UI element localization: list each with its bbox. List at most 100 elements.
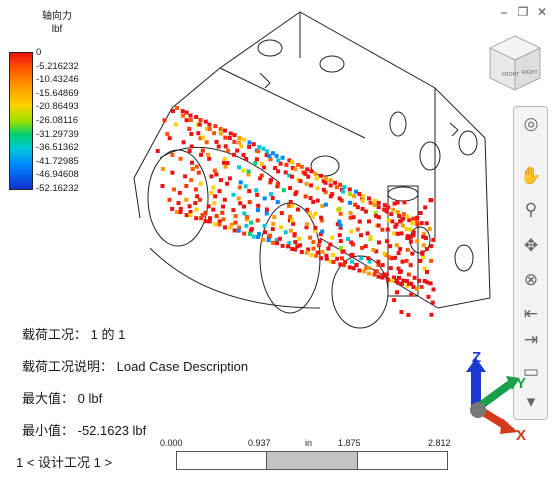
force-glyph <box>288 200 293 204</box>
legend-tick-9: -46.94608 <box>36 169 79 181</box>
force-glyph <box>160 184 165 188</box>
legend-tick-5: -26.08116 <box>36 115 79 126</box>
close-icon[interactable]: ✕ <box>536 5 548 19</box>
force-glyph <box>430 300 435 305</box>
force-glyph <box>386 277 391 282</box>
force-glyph <box>395 290 399 295</box>
force-arrow-cloud <box>155 106 436 317</box>
force-glyph <box>222 197 227 202</box>
force-glyph <box>405 234 410 239</box>
force-glyph <box>337 219 342 224</box>
force-glyph <box>200 213 205 218</box>
load-case-label: 载荷工况： 1 的 1 <box>22 327 126 342</box>
nav-bar-menu-icon[interactable]: ▾ <box>526 392 536 411</box>
force-glyph <box>223 128 227 133</box>
force-glyph <box>247 140 252 145</box>
force-glyph <box>306 247 311 252</box>
force-glyph <box>326 246 331 251</box>
zoom-icon[interactable]: ⚲ <box>524 200 538 219</box>
force-glyph <box>401 212 406 217</box>
force-glyph <box>341 263 346 268</box>
force-glyph <box>237 165 241 170</box>
force-glyph <box>232 133 237 138</box>
force-glyph <box>255 192 260 197</box>
force-glyph <box>404 227 409 231</box>
force-glyph <box>284 162 289 167</box>
force-glyph <box>421 234 426 239</box>
force-glyph <box>233 214 238 219</box>
force-glyph <box>249 220 254 225</box>
force-glyph <box>194 207 199 212</box>
force-glyph <box>242 211 247 216</box>
force-glyph <box>402 200 407 205</box>
model-viewport[interactable] <box>120 8 500 338</box>
center-icon[interactable]: ⊗ <box>523 270 539 289</box>
force-glyph <box>181 140 186 145</box>
legend-tick-6: -31.29739 <box>36 128 79 140</box>
force-glyph <box>319 215 324 220</box>
force-glyph <box>222 157 227 161</box>
force-glyph <box>405 214 410 219</box>
force-glyph <box>394 222 399 227</box>
force-glyph <box>189 144 194 149</box>
force-glyph <box>237 136 242 140</box>
force-glyph <box>222 160 226 165</box>
viewcube-icon[interactable]: FRONT RIGHT <box>486 32 544 94</box>
force-glyph <box>203 219 208 224</box>
force-glyph <box>328 178 333 183</box>
force-glyph <box>307 211 312 216</box>
force-glyph <box>405 247 410 252</box>
ruler-label-3: 2.812 <box>428 438 451 448</box>
view-window-icon[interactable]: ▭ <box>522 362 540 381</box>
force-glyph <box>399 218 404 223</box>
ruler-label-1: 0.937 <box>248 438 271 448</box>
force-glyph <box>278 161 283 166</box>
restore-icon[interactable]: ❐ <box>517 5 529 19</box>
force-glyph <box>298 243 303 248</box>
force-glyph <box>401 278 406 283</box>
force-glyph <box>298 179 303 184</box>
force-glyph <box>176 201 181 206</box>
force-glyph <box>213 124 218 129</box>
look-icon[interactable]: ⇥ <box>523 330 539 349</box>
force-glyph <box>359 256 364 261</box>
force-glyph <box>320 249 325 254</box>
force-glyph <box>316 243 321 248</box>
force-glyph <box>203 119 208 124</box>
steering-wheel-icon[interactable]: ◎ <box>523 114 539 133</box>
force-glyph <box>290 218 294 223</box>
force-glyph <box>218 127 223 131</box>
force-glyph <box>399 310 404 314</box>
force-glyph <box>408 235 413 240</box>
force-glyph <box>354 189 358 194</box>
force-glyph <box>318 232 323 237</box>
force-glyph <box>290 160 295 165</box>
force-glyph <box>419 284 424 289</box>
orbit-icon[interactable]: ✥ <box>523 236 539 255</box>
force-glyph <box>269 177 273 182</box>
force-glyph <box>428 281 433 286</box>
force-glyph <box>261 165 266 170</box>
walk-icon[interactable]: ⇤ <box>523 304 539 323</box>
force-glyph <box>171 109 175 114</box>
viewcube-right: RIGHT <box>522 70 538 76</box>
force-glyph <box>406 312 411 317</box>
force-glyph <box>395 200 400 205</box>
force-glyph <box>223 164 228 169</box>
force-glyph <box>373 198 378 203</box>
force-glyph <box>299 164 304 169</box>
force-glyph <box>213 194 218 199</box>
force-glyph <box>406 272 411 277</box>
force-glyph <box>189 178 194 183</box>
minimize-icon[interactable]: ⎯ <box>500 5 507 19</box>
force-glyph <box>408 239 413 244</box>
force-glyph <box>257 231 261 236</box>
force-glyph <box>299 250 304 254</box>
force-glyph <box>274 238 279 243</box>
design-case-selector[interactable]: 1 < 设计工况 1 > <box>16 455 113 470</box>
force-glyph <box>376 262 381 267</box>
force-glyph <box>423 205 428 210</box>
ruler-label-0: 0.000 <box>160 438 183 448</box>
x-axis-label: X <box>516 427 526 440</box>
pan-hand-icon[interactable]: ✋ <box>520 166 542 185</box>
